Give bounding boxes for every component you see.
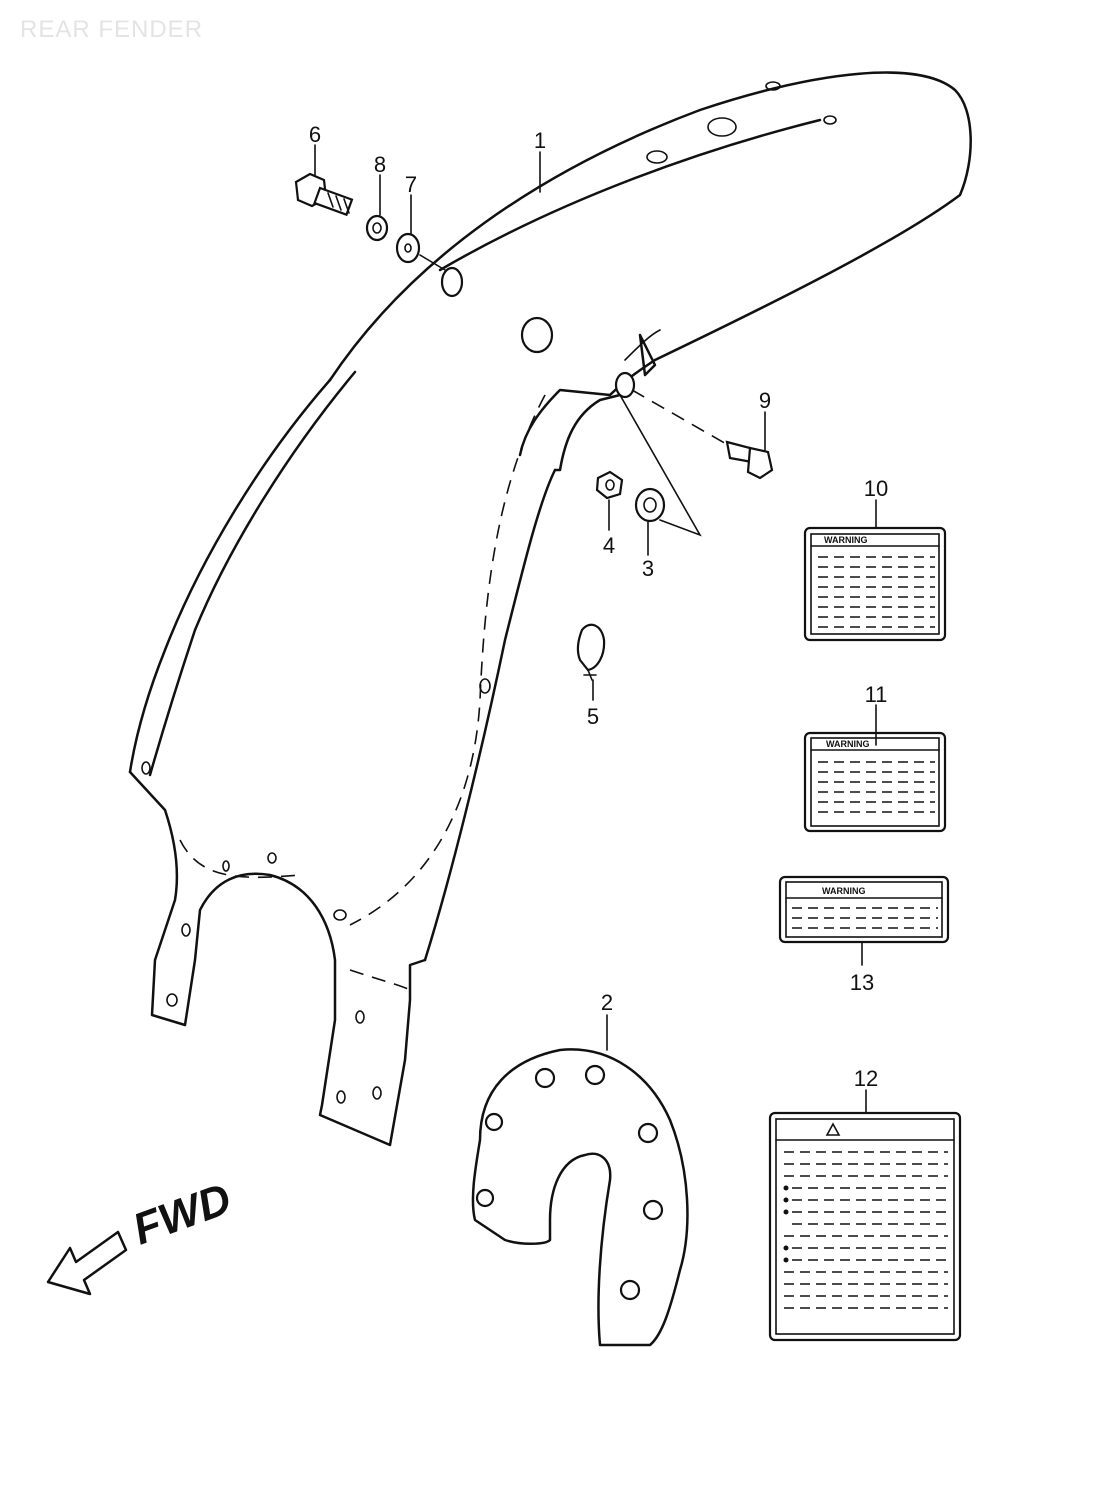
- callout-9: 9: [759, 388, 771, 413]
- label13-head: WARNING: [822, 886, 866, 896]
- fwd-label: FWD: [127, 1174, 238, 1254]
- callout-11: 11: [865, 682, 888, 707]
- callout-12: 12: [854, 1066, 878, 1091]
- callout-2: 2: [601, 990, 613, 1015]
- label11-head: WARNING: [826, 739, 870, 749]
- rear-fender-part: [128, 71, 972, 1147]
- callout-8: 8: [374, 152, 386, 177]
- warning-label-part-13: WARNING: [778, 875, 950, 944]
- clamp-part-5: [576, 623, 606, 681]
- bolt-part-6: [294, 172, 354, 217]
- label10-head: WARNING: [824, 535, 868, 545]
- callout-13: 13: [850, 970, 874, 995]
- warning-label-part-12: [768, 1111, 962, 1342]
- washer-part-8: [365, 214, 389, 242]
- callout-3: 3: [642, 556, 654, 581]
- callout-1: 1: [534, 128, 546, 153]
- diagram-title: REAR FENDER: [20, 16, 204, 43]
- forward-direction-arrow: FWD: [46, 1174, 238, 1296]
- callout-4: 4: [603, 533, 615, 558]
- bolt-part-9: [725, 440, 774, 480]
- callout-6: 6: [309, 122, 321, 147]
- nut-part-4: [595, 470, 624, 500]
- callout-10: 10: [864, 476, 888, 501]
- mud-flap-part-2: [471, 1048, 689, 1347]
- warning-label-part-10: WARNING: [803, 526, 947, 642]
- callout-7: 7: [405, 172, 417, 197]
- washer-part-7: [395, 232, 421, 264]
- callout-5: 5: [587, 704, 599, 729]
- grommet-part-3: [634, 487, 666, 523]
- warning-label-part-11: WARNING: [803, 731, 947, 833]
